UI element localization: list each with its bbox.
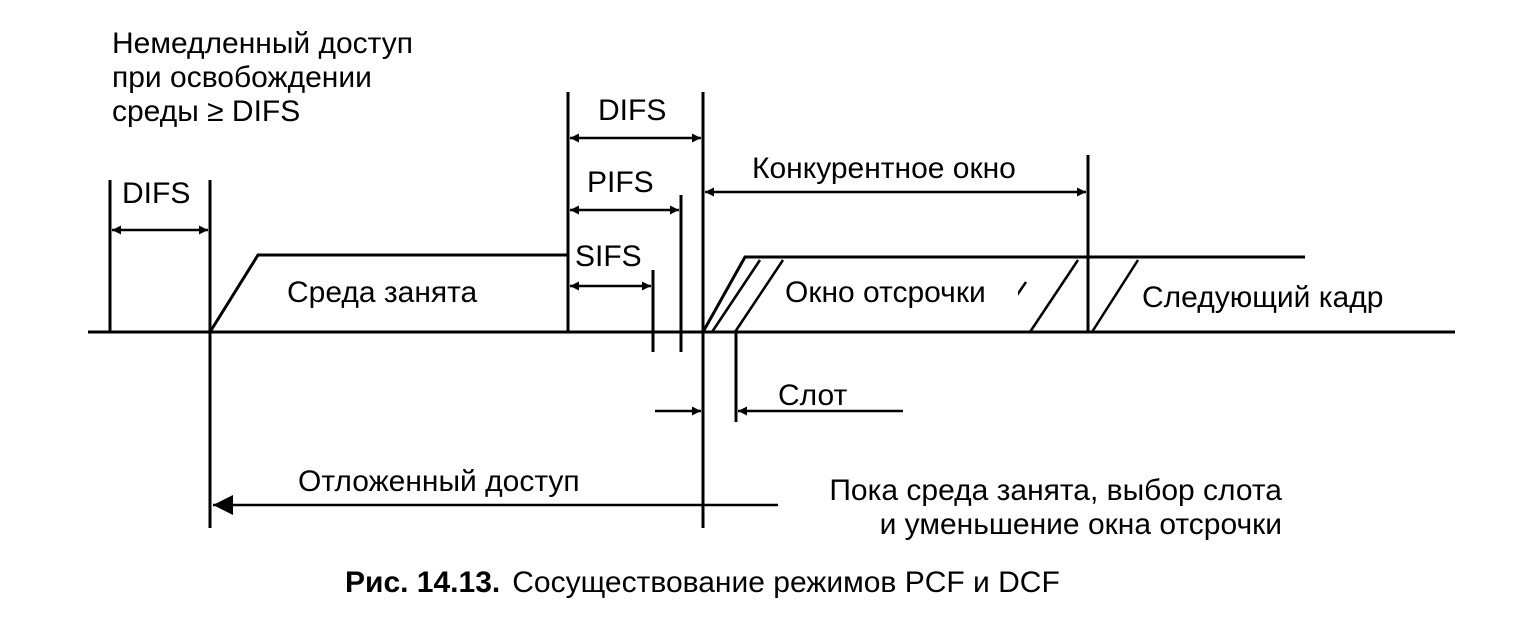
medium-busy-outline: [208, 253, 568, 333]
immediate-access-line3: среды ≥ DIFS: [112, 95, 300, 128]
immediate-access-line1: Немедленный доступ: [112, 27, 413, 60]
immediate-access-line2: при освобождении: [112, 61, 372, 94]
figure-number: Рис. 14.13.: [345, 566, 500, 599]
slot-label: Слот: [778, 379, 848, 412]
sifs-label: SIFS: [575, 240, 642, 273]
difs-left-label: DIFS: [122, 177, 190, 210]
pifs-label: PIFS: [587, 166, 654, 199]
difs-top-label: DIFS: [598, 94, 666, 127]
deferred-access-label: Отложенный доступ: [298, 465, 580, 498]
medium-busy-label: Среда занята: [287, 276, 478, 309]
backoff-note-line1: Пока среда занята, выбор слота: [829, 474, 1282, 507]
figure-caption: Рис. 14.13. Сосуществование режимов PCF и…: [345, 566, 1060, 599]
contention-window-label: Конкурентное окно: [752, 152, 1016, 185]
backoff-window-outline: [701, 255, 1305, 333]
backoff-window-label: Окно отсрочки: [785, 276, 986, 309]
next-frame-label: Следующий кадр: [1142, 281, 1383, 314]
backoff-note-line2: и уменьшение окна отсрочки: [880, 508, 1282, 541]
figure-title: Сосуществование режимов PCF и DCF: [512, 566, 1060, 599]
backoff-label-bg: [780, 270, 1018, 310]
